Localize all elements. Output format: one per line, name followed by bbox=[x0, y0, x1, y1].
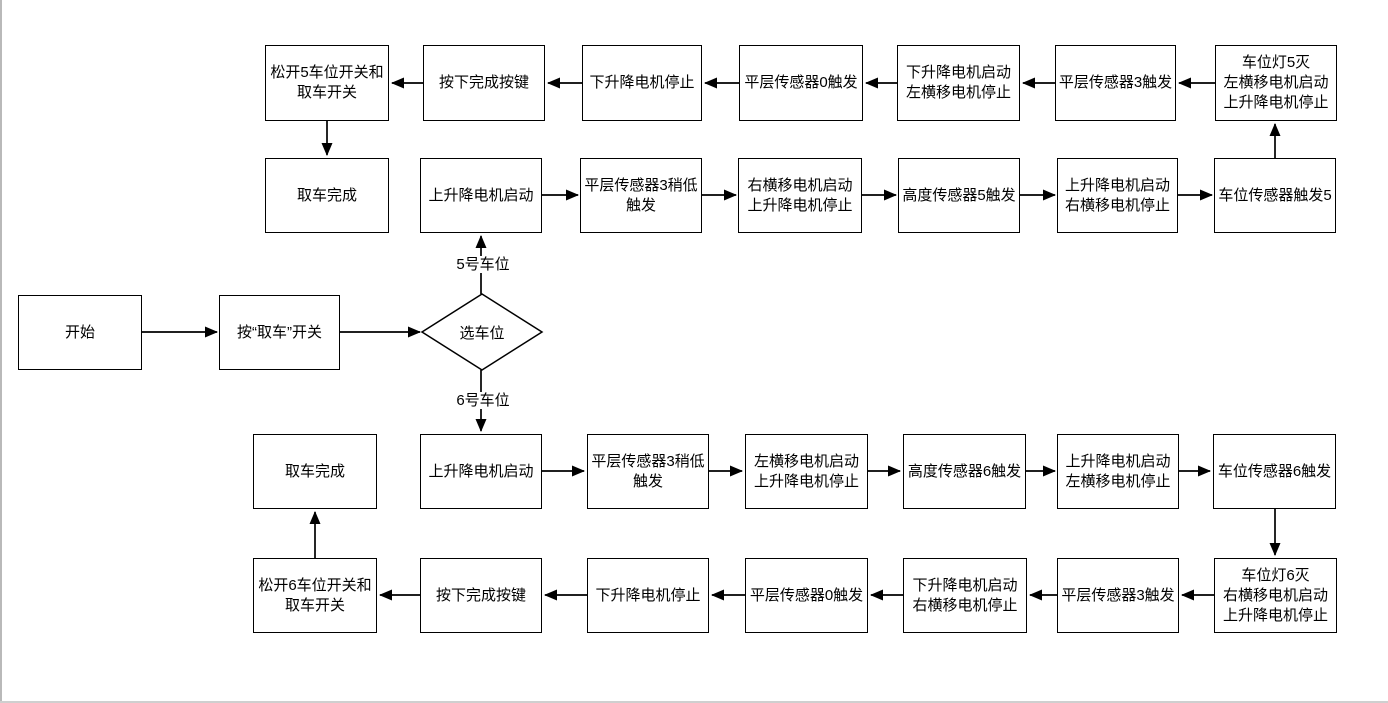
node-lift-motor-start-slot5: 上升降电机启动 bbox=[420, 158, 542, 233]
branch-label-slot5: 5号车位 bbox=[450, 256, 516, 273]
node-left-shift-start-lift-stop-slot6: 左横移电机启动 上升降电机停止 bbox=[745, 434, 868, 509]
node-release-slot6-switches: 松开6车位开关和 取车开关 bbox=[253, 558, 377, 633]
node-level-sensor0-triggered-slot6: 平层传感器0触发 bbox=[745, 558, 868, 633]
node-lower-lift-motor-stop-slot5: 下升降电机停止 bbox=[582, 45, 702, 121]
node-press-pickup-switch: 按“取车”开关 bbox=[219, 295, 340, 370]
node-lower-lift-start-right-shift-stop-slot6: 下升降电机启动 右横移电机停止 bbox=[903, 558, 1027, 633]
node-pickup-complete-slot5: 取车完成 bbox=[265, 158, 389, 233]
node-slot6-light-off: 车位灯6灭 右横移电机启动 上升降电机停止 bbox=[1214, 558, 1337, 633]
node-level-sensor3-triggered-slot5: 平层传感器3触发 bbox=[1055, 45, 1176, 121]
node-slot5-light-off: 车位灯5灭 左横移电机启动 上升降电机停止 bbox=[1215, 45, 1337, 121]
node-start: 开始 bbox=[18, 295, 142, 370]
node-lift-start-left-shift-stop-slot6: 上升降电机启动 左横移电机停止 bbox=[1057, 434, 1179, 509]
node-lift-motor-start-slot6: 上升降电机启动 bbox=[420, 434, 542, 509]
node-right-shift-start-lift-stop-slot5: 右横移电机启动 上升降电机停止 bbox=[738, 158, 862, 233]
node-slot-sensor6-triggered: 车位传感器6触发 bbox=[1213, 434, 1336, 509]
node-slot-sensor-triggered-5: 车位传感器触发5 bbox=[1214, 158, 1336, 233]
node-level-sensor3-slightly-low-slot6: 平层传感器3稍低 触发 bbox=[587, 434, 709, 509]
node-press-complete-button-slot5: 按下完成按键 bbox=[423, 45, 545, 121]
node-pickup-complete-slot6: 取车完成 bbox=[253, 434, 377, 509]
branch-label-slot6: 6号车位 bbox=[450, 392, 516, 409]
node-lower-lift-motor-stop-slot6: 下升降电机停止 bbox=[587, 558, 709, 633]
node-level-sensor0-triggered-slot5: 平层传感器0触发 bbox=[739, 45, 863, 121]
window-bottom-edge bbox=[0, 701, 1388, 703]
window-left-edge bbox=[0, 0, 2, 703]
node-height-sensor5-triggered: 高度传感器5触发 bbox=[898, 158, 1020, 233]
node-lower-lift-start-left-shift-stop-slot5: 下升降电机启动 左横移电机停止 bbox=[897, 45, 1020, 121]
node-height-sensor6-triggered: 高度传感器6触发 bbox=[903, 434, 1026, 509]
node-press-complete-button-slot6: 按下完成按键 bbox=[420, 558, 542, 633]
node-level-sensor3-slightly-low-slot5: 平层传感器3稍低 触发 bbox=[580, 158, 702, 233]
node-level-sensor3-triggered-slot6: 平层传感器3触发 bbox=[1057, 558, 1179, 633]
decision-diamond-shape bbox=[420, 293, 544, 371]
node-release-slot5-switches: 松开5车位开关和 取车开关 bbox=[265, 45, 389, 121]
node-lift-start-right-shift-stop-slot5: 上升降电机启动 右横移电机停止 bbox=[1057, 158, 1178, 233]
decision-choose-slot: 选车位 bbox=[459, 325, 505, 342]
